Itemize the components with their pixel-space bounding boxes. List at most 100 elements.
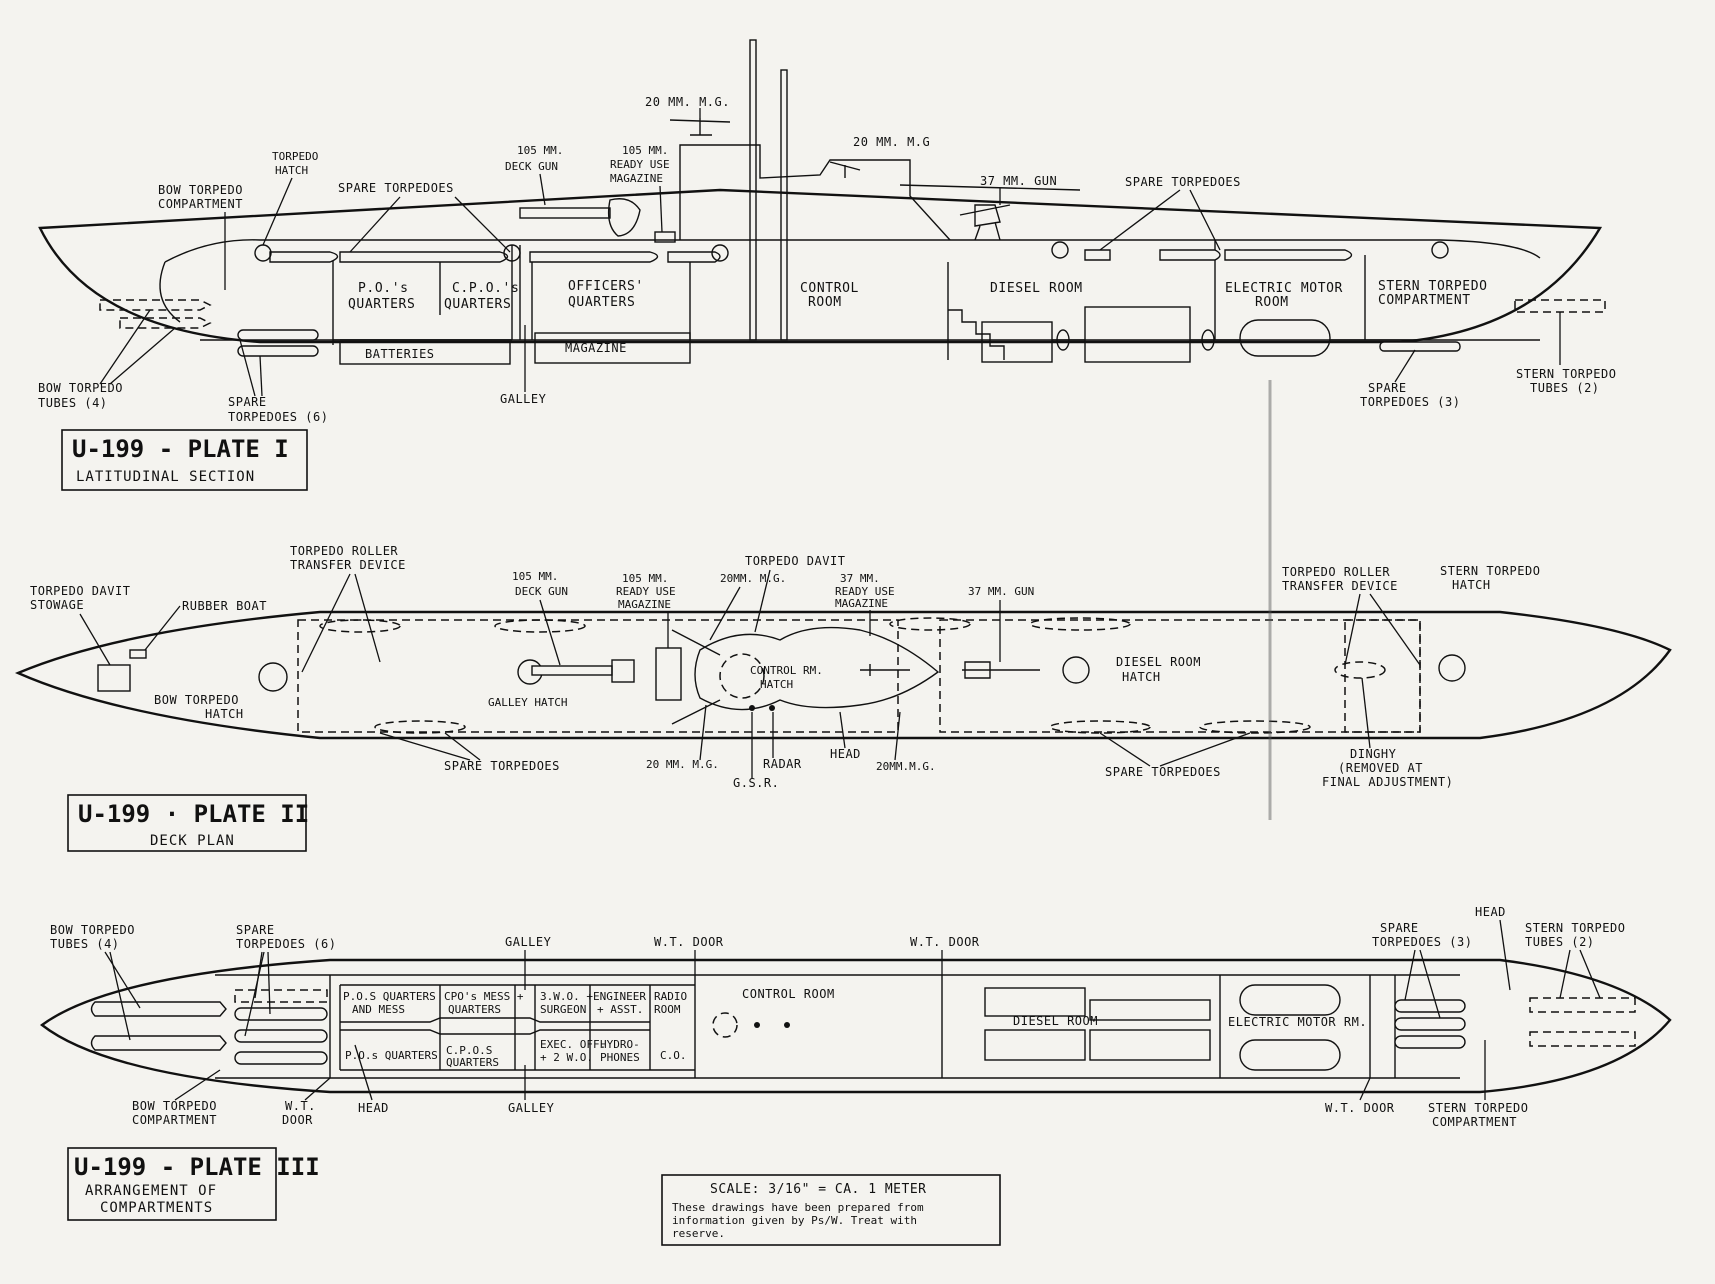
p1-officers-quarters-b: QUARTERS: [568, 295, 635, 310]
p2-davit-stow-b: STOWAGE: [30, 598, 84, 612]
p3-stern-comp-a: STERN TORPEDO: [1428, 1101, 1528, 1115]
p1-spare-aft-label: SPARE TORPEDOES: [1125, 175, 1241, 189]
p1-bow-tubes-b: TUBES (4): [38, 396, 108, 410]
p3-spare3-a: SPARE: [1380, 921, 1419, 935]
p1-cpo-quarters-a: C.P.O.'s: [452, 281, 519, 296]
p2-ready-b: READY USE: [616, 585, 676, 598]
p2-mg20-fwd: 20MM. M.G.: [720, 572, 786, 585]
p3-diesel-room: DIESEL ROOM: [1013, 1014, 1098, 1028]
p2-dinghy-a: DINGHY: [1350, 747, 1397, 761]
p3-pos-mess-b: AND MESS: [352, 1003, 405, 1016]
scale-box: [661, 1174, 1001, 1246]
plate1-105mm-gun: [519, 198, 676, 243]
p3-bow-tubes-a: BOW TORPEDO: [50, 923, 135, 937]
p3-eng-b: + ASST.: [597, 1003, 643, 1016]
p1-po-quarters-b: QUARTERS: [348, 297, 415, 312]
plate1-bow-tubes: [99, 299, 319, 357]
p1-bow-comp-b: COMPARTMENT: [158, 197, 243, 211]
p1-spare-fwd-label: SPARE TORPEDOES: [338, 181, 454, 195]
p3-pos-mess-a: P.O.S QUARTERS: [343, 990, 436, 1003]
p1-spare6-b: TORPEDOES (6): [228, 410, 328, 424]
p2-mg20-b: 20MM.M.G.: [876, 760, 936, 773]
p2-davit: TORPEDO DAVIT: [745, 554, 845, 568]
p1-emotor-room-b: ROOM: [1255, 295, 1289, 310]
p1-emotor-room-a: ELECTRIC MOTOR: [1225, 281, 1343, 296]
p2-diesel-hatch-b: HATCH: [1122, 670, 1161, 684]
p3-stern-tubes-a: STERN TORPEDO: [1525, 921, 1625, 935]
plate2-hull: [14, 610, 1672, 740]
p1-galley: GALLEY: [500, 392, 547, 406]
p3-co: C.O.: [660, 1049, 687, 1062]
p2-galley-hatch: GALLEY HATCH: [488, 696, 567, 709]
diesel-engine-2: [1084, 306, 1191, 363]
plate3-subtitle-b: COMPARTMENTS: [100, 1200, 213, 1216]
p3-exec-a: EXEC. OFF.: [540, 1038, 606, 1051]
p3-wt-door-bot-a: W.T.: [285, 1099, 316, 1113]
p1-cpo-quarters-b: QUARTERS: [444, 297, 511, 312]
p1-magazine: MAGAZINE: [565, 341, 627, 355]
plate2-bridge: [694, 626, 940, 711]
stern-hatch: [1438, 654, 1466, 682]
plate3-title-box: [67, 1147, 277, 1221]
p2-bow-hatch-a: BOW TORPEDO: [154, 693, 239, 707]
plate1-hull: [38, 188, 1603, 344]
p3-pos-quarters: P.O.s QUARTERS: [345, 1049, 438, 1062]
p1-bow-tubes-a: BOW TORPEDO: [38, 381, 123, 395]
plate3-title: U-199 - PLATE III: [74, 1153, 320, 1181]
p1-mg20-rear-label: 20 MM. M.G: [853, 135, 930, 149]
p2-gun37: 37 MM. GUN: [968, 585, 1034, 598]
diesel-hatch: [1062, 656, 1090, 684]
p2-ready37-b: READY USE: [835, 585, 895, 598]
periscope-2: [780, 69, 788, 341]
p1-stern-comp-a: STERN TORPEDO: [1378, 279, 1488, 294]
plate1-title: U-199 - PLATE I: [72, 435, 289, 463]
p1-control-room-a: CONTROL: [800, 281, 859, 296]
plate3-stern-tubes: [1394, 997, 1636, 1049]
plate-3-arrangement: BOW TORPEDO TUBES (4) SPARE TORPEDOES (6…: [40, 905, 1672, 1221]
p2-stern-hatch-a: STERN TORPEDO: [1440, 564, 1540, 578]
p3-radio-b: ROOM: [654, 1003, 681, 1016]
p3-spare6-a: SPARE: [236, 923, 275, 937]
p3-wo-a: 3.W.O. +: [540, 990, 593, 1003]
p3-cpos-a: C.P.O.S: [446, 1044, 492, 1057]
p2-dinghy-b: (REMOVED AT: [1338, 761, 1423, 775]
p2-ctrl-hatch-a: CONTROL RM.: [750, 664, 823, 677]
control-room-stairs: [947, 300, 1005, 360]
plate1-20mm-mg-rear: [829, 161, 861, 178]
p2-roller-aft-b: TRANSFER DEVICE: [1282, 579, 1398, 593]
p1-ready-label-c: MAGAZINE: [610, 172, 663, 185]
plate2-aft-roller: [1344, 619, 1421, 733]
plate2-aft-channel: [939, 619, 1421, 733]
p1-torpedo-hatch-b: HATCH: [275, 164, 308, 177]
plate3-bow-tubes: [90, 989, 328, 1065]
rubber-boat: [129, 649, 147, 659]
plate-1-section: 20 MM. M.G. 20 MM. M.G 105 MM. DECK GUN …: [38, 39, 1616, 491]
p2-rubber-boat: RUBBER BOAT: [182, 599, 267, 613]
electric-motor: [1239, 319, 1331, 357]
control-hatch: [719, 653, 765, 699]
p1-105-gun-label-b: DECK GUN: [505, 160, 558, 173]
plate1-deck-torpedoes: [269, 249, 1353, 263]
p3-control-room: CONTROL ROOM: [742, 987, 835, 1001]
scale-note: SCALE: 3/16" = CA. 1 METER These drawing…: [661, 1174, 1001, 1246]
p2-gun105-a: 105 MM.: [512, 570, 558, 583]
scale-note-2: information given by Ps/W. Treat with: [672, 1214, 917, 1227]
p2-gsr: G.S.R.: [733, 776, 779, 790]
p2-spare-aft: SPARE TORPEDOES: [1105, 765, 1221, 779]
p1-torpedo-hatch-a: TORPEDO: [272, 150, 318, 163]
p1-stern-tubes-a: STERN TORPEDO: [1516, 367, 1616, 381]
p2-diesel-hatch-a: DIESEL ROOM: [1116, 655, 1201, 669]
conning-tower: [679, 144, 951, 241]
p3-hydro-a: HYDRO-: [600, 1038, 640, 1051]
bow-hatch: [258, 662, 288, 692]
p1-po-quarters-a: P.O.'s: [358, 281, 409, 296]
p1-diesel-room: DIESEL ROOM: [990, 281, 1083, 296]
periscope-1: [749, 39, 757, 341]
p2-ready37-c: MAGAZINE: [835, 597, 888, 610]
p2-gun105-b: DECK GUN: [515, 585, 568, 598]
p3-spare3-b: TORPEDOES (3): [1372, 935, 1472, 949]
p2-head: HEAD: [830, 747, 861, 761]
p2-dinghy-c: FINAL ADJUSTMENT): [1322, 775, 1453, 789]
diesel-engine-1: [981, 321, 1053, 363]
